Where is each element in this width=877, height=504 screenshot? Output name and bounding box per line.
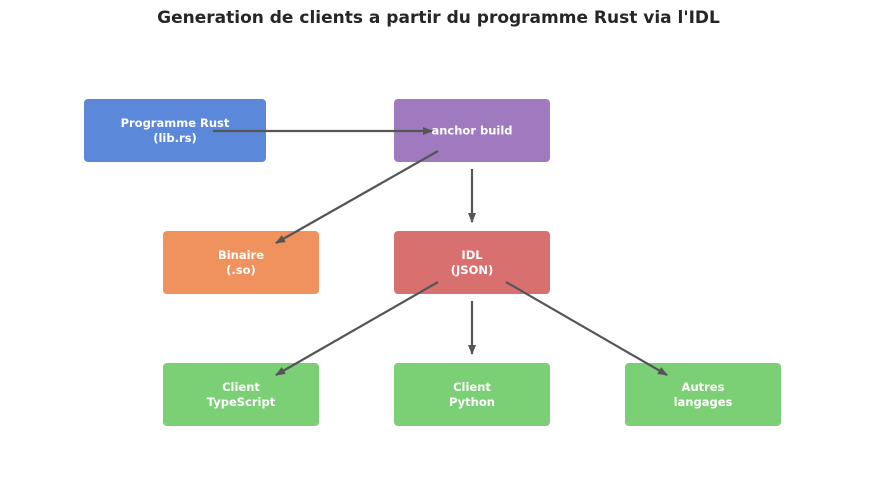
node-box [394,363,550,426]
node-label-line: IDL [461,248,483,262]
node-box [394,231,550,294]
node-box [163,231,319,294]
node-label-line: (JSON) [451,263,493,277]
node-label-line: Client [222,380,260,394]
node-box [163,363,319,426]
node-label-line: (.so) [226,263,256,277]
node-label-line: Python [449,395,495,409]
node-label-line: Client [453,380,491,394]
node-label-line: Binaire [218,248,264,262]
node-label-line: Programme Rust [121,116,230,130]
diagram-title: Generation de clients a partir du progra… [157,8,720,28]
arrow-idl-to-client-ts [275,281,439,376]
node-anchor: anchor build [394,99,550,162]
node-box [625,363,781,426]
node-box [84,99,266,162]
node-label-line: anchor build [431,124,512,138]
arrow-anchor-to-binaire [275,150,439,244]
node-box [394,99,550,162]
node-label-line: langages [674,395,733,409]
node-idl: IDL(JSON) [394,231,550,294]
node-label-line: (lib.rs) [153,131,197,145]
node-binaire: Binaire(.so) [163,231,319,294]
node-label-line: Autres [682,380,725,394]
node-label-line: TypeScript [207,395,276,409]
node-rust: Programme Rust(lib.rs) [84,99,266,162]
arrow-idl-to-autres [505,281,668,376]
